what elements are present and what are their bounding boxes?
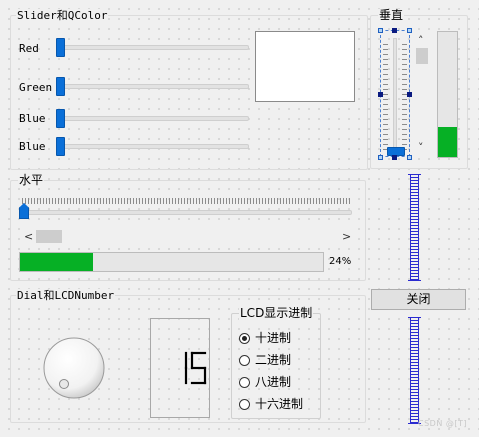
green-slider-label: Green — [19, 81, 53, 94]
radio-octal[interactable]: 八进制 — [239, 375, 291, 389]
slider-color-group-title: Slider和QColor — [16, 9, 109, 22]
selection-handle-tm — [392, 28, 397, 33]
vertical-progress-fill — [438, 127, 457, 157]
radio-decimal[interactable]: 十进制 — [239, 331, 291, 345]
vertical-group — [370, 15, 468, 169]
green-slider-track[interactable] — [56, 84, 249, 89]
vertical-spring-bottom — [410, 318, 419, 423]
horizontal-scrollbar-thumb[interactable] — [36, 230, 62, 243]
selection-handle-tl — [378, 28, 383, 33]
selection-handle-br — [407, 155, 412, 160]
vertical-slider-ticks-right — [402, 40, 407, 150]
radio-hex[interactable]: 十六进制 — [239, 397, 303, 411]
radio-unchecked-icon[interactable] — [239, 376, 250, 388]
horizontal-progress-bar — [19, 252, 324, 272]
horizontal-slider-handle[interactable] — [19, 203, 29, 219]
radio-binary-label: 二进制 — [255, 353, 292, 367]
spring-bottom-cap-bottom — [408, 423, 421, 424]
dial-lcd-group-title: Dial和LCDNumber — [16, 289, 116, 302]
blue-slider-2-label: Blue — [19, 140, 46, 153]
spring-top-cap — [408, 174, 421, 175]
radio-hex-label: 十六进制 — [255, 397, 304, 411]
radio-decimal-label: 十进制 — [255, 331, 292, 345]
red-slider-handle[interactable] — [56, 38, 65, 57]
spring-bottom-cap — [408, 317, 421, 318]
radio-binary[interactable]: 二进制 — [239, 353, 291, 367]
selection-handle-bl — [378, 155, 383, 160]
vertical-slider-ticks-left — [383, 40, 388, 150]
selection-handle-tr — [407, 28, 412, 33]
color-preview — [255, 31, 355, 102]
red-slider-track[interactable] — [56, 45, 249, 50]
horizontal-slider-ticks — [22, 198, 352, 204]
horizontal-group-title: 水平 — [18, 173, 45, 187]
spring-top-cap-bottom — [408, 280, 421, 281]
selection-handle-bm — [392, 155, 397, 160]
horizontal-group — [10, 180, 366, 281]
scroll-up-arrow-icon[interactable]: ˄ — [418, 34, 424, 47]
lcd-digits — [184, 351, 207, 385]
vertical-progress-bar — [437, 31, 458, 158]
close-button[interactable]: 关闭 — [371, 289, 466, 310]
radio-checked-icon[interactable] — [239, 332, 250, 344]
scroll-left-arrow-icon[interactable]: < — [24, 230, 34, 243]
scroll-down-arrow-icon[interactable]: ˅ — [418, 141, 424, 154]
red-slider-label: Red — [19, 42, 39, 55]
blue-slider-label: Blue — [19, 112, 46, 125]
radio-unchecked-icon[interactable] — [239, 354, 250, 366]
horizontal-progress-fill — [20, 253, 93, 271]
horizontal-slider-track[interactable] — [22, 210, 352, 215]
blue-slider-handle[interactable] — [56, 109, 65, 128]
watermark: CSDN @[T] — [418, 419, 467, 428]
horizontal-scrollbar[interactable] — [20, 228, 352, 245]
blue-slider-track[interactable] — [56, 116, 249, 121]
slider-color-group — [10, 15, 368, 170]
green-slider-handle[interactable] — [56, 77, 65, 96]
lcd-radix-group-title: LCD显示进制 — [239, 306, 314, 320]
vertical-scrollbar-thumb[interactable] — [416, 48, 428, 64]
selection-handle-ml — [378, 92, 383, 97]
lcd-number: 15 — [150, 318, 210, 418]
blue-slider-2-track[interactable] — [56, 144, 249, 149]
vertical-spring-top — [410, 175, 419, 280]
selection-handle-mr — [407, 92, 412, 97]
vertical-slider-track[interactable] — [393, 38, 397, 153]
dial-lcd-group — [10, 295, 366, 423]
dial-knob-icon[interactable] — [42, 336, 106, 400]
horizontal-progress-text: 24% — [329, 256, 352, 267]
blue-slider-2-handle[interactable] — [56, 137, 65, 156]
radio-unchecked-icon[interactable] — [239, 398, 250, 410]
radio-octal-label: 八进制 — [255, 375, 292, 389]
scroll-right-arrow-icon[interactable]: > — [342, 230, 352, 243]
vertical-group-title: 垂直 — [378, 8, 405, 22]
